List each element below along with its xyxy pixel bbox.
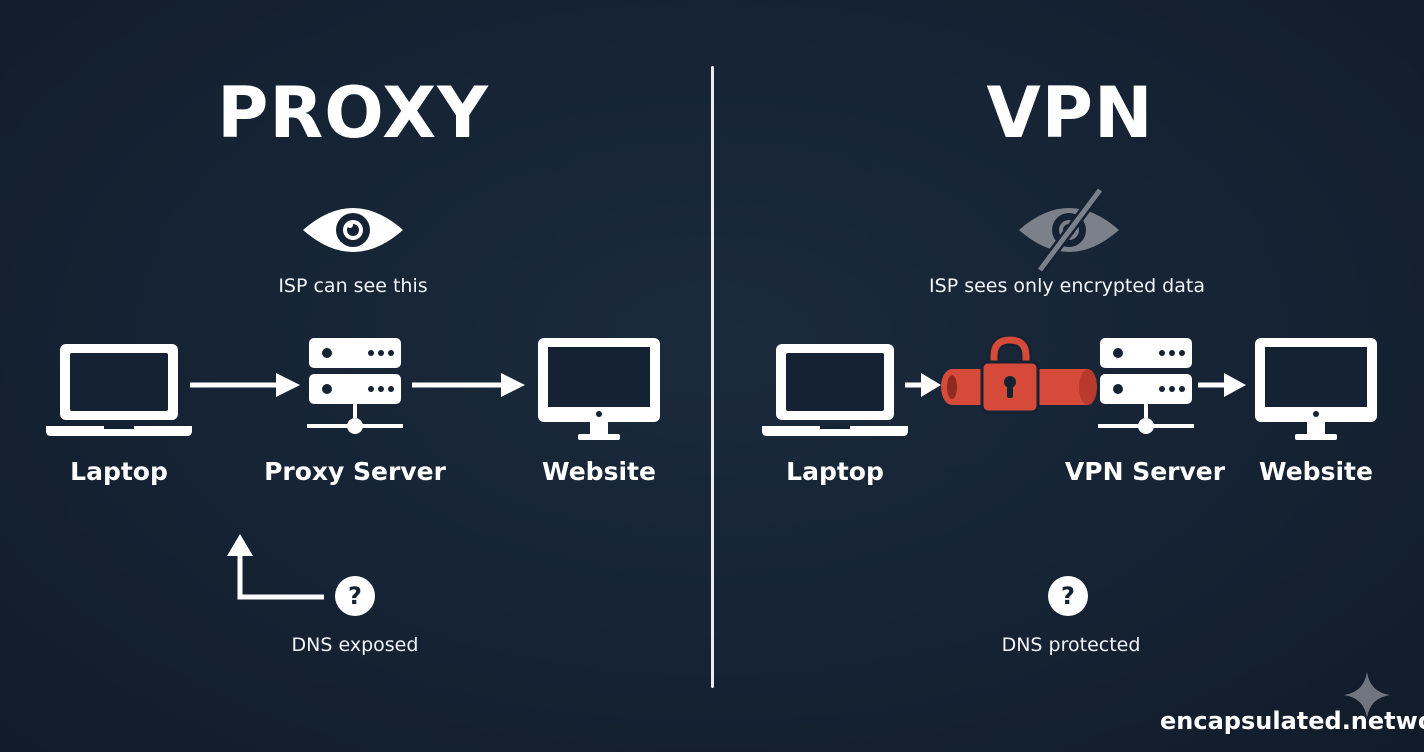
- proxy-server-label: Proxy Server: [264, 457, 446, 486]
- laptop-icon: [762, 344, 908, 436]
- vpn-dns-caption: DNS protected: [1001, 634, 1141, 656]
- svg-text:?: ?: [1061, 582, 1075, 610]
- vpn-website-label: Website: [1259, 457, 1373, 486]
- proxy-title: PROXY: [217, 72, 489, 154]
- proxy-dns-caption: DNS exposed: [291, 634, 419, 656]
- laptop-icon: [46, 344, 192, 436]
- proxy-laptop-label: Laptop: [70, 457, 168, 486]
- server-icon: [1098, 338, 1194, 434]
- center-divider: [711, 66, 714, 688]
- dns-leak-arrow: [227, 534, 324, 600]
- vpn-title: VPN: [986, 72, 1154, 154]
- arrow-laptop-to-proxy: [190, 373, 300, 397]
- monitor-icon: [1255, 338, 1377, 440]
- eye-slash-icon: [1019, 187, 1119, 273]
- svg-text:?: ?: [348, 582, 362, 610]
- vpn-server-label: VPN Server: [1064, 457, 1226, 486]
- vpn-isp-caption: ISP sees only encrypted data: [929, 275, 1205, 297]
- sparkle-icon: [1344, 672, 1390, 718]
- server-icon: [307, 338, 403, 434]
- question-circle-icon: ?: [335, 576, 375, 616]
- monitor-icon: [538, 338, 660, 440]
- question-circle-icon: ?: [1048, 576, 1088, 616]
- proxy-isp-caption: ISP can see this: [278, 275, 428, 297]
- proxy-website-label: Website: [542, 457, 656, 486]
- eye-icon: [303, 208, 403, 252]
- brand-name: encapsulated.network: [1160, 707, 1424, 735]
- arrow-proxy-to-website: [412, 373, 525, 397]
- arrow-vpn-to-website: [1198, 373, 1246, 397]
- vpn-laptop-label: Laptop: [786, 457, 884, 486]
- lock-tunnel-icon: [941, 336, 1097, 414]
- arrow-laptop-to-tunnel: [905, 373, 941, 397]
